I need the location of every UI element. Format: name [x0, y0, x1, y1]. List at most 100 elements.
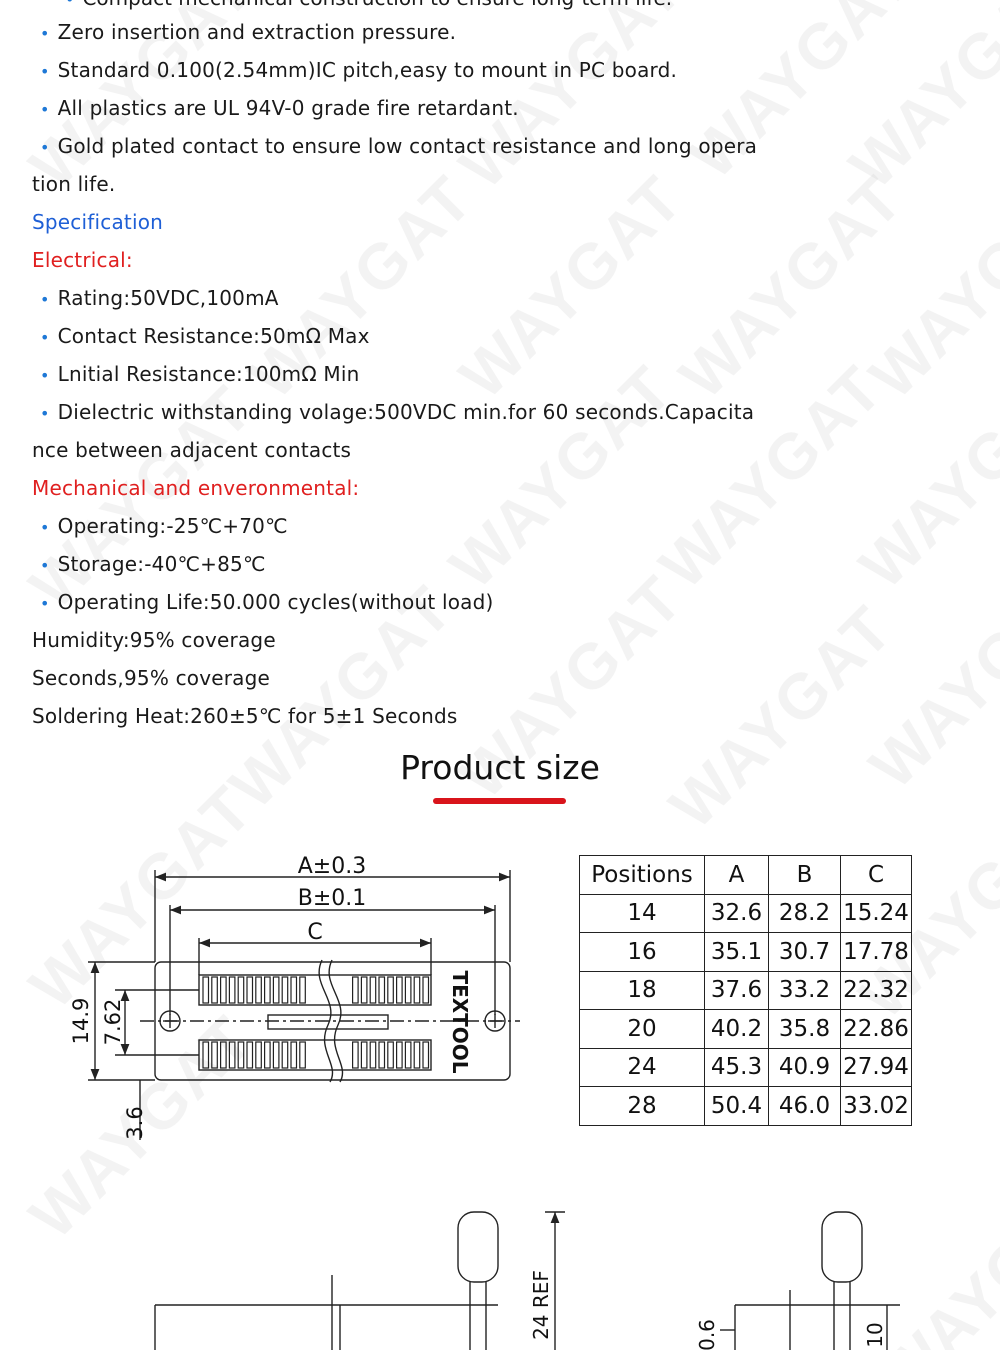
contact-slot	[387, 976, 394, 1004]
contact-slot	[360, 976, 368, 1004]
electrical-item: •Contact Resistance:50mΩ Max	[32, 324, 370, 350]
contact-slot	[290, 1041, 298, 1069]
contact-slot	[369, 1041, 377, 1069]
contact-slot	[211, 1041, 218, 1069]
bullet-icon: •	[40, 556, 50, 575]
bullet-icon: •	[40, 62, 50, 81]
dim-10-label: 10	[863, 1322, 887, 1347]
cell-positions: 14	[579, 893, 705, 933]
contact-slot	[290, 976, 298, 1004]
contact-slot	[255, 1041, 262, 1069]
table-row: 16 35.1 30.7 17.78	[579, 932, 912, 972]
contact-slot	[255, 976, 262, 1004]
cell-b: 33.2	[768, 970, 841, 1010]
cell-c: 17.78	[840, 932, 912, 972]
cell-c: 27.94	[840, 1047, 912, 1087]
contact-slot	[220, 1041, 227, 1069]
bullet-icon: •	[40, 366, 50, 385]
contact-slot	[352, 1041, 359, 1069]
header-positions: Positions	[579, 855, 705, 895]
contact-slot	[352, 976, 359, 1004]
contact-slot	[378, 1041, 386, 1069]
bullet-icon: •	[40, 518, 50, 537]
table-row: 28 50.4 46.0 33.02	[579, 1086, 912, 1126]
cell-a: 37.6	[704, 970, 769, 1010]
plain-line: Humidity:95% coverage	[32, 628, 276, 652]
contact-slot	[396, 976, 403, 1004]
contact-slot	[237, 1041, 245, 1069]
size-table: Positions A B C 14 32.6 28.2 15.24 16 35…	[579, 855, 912, 1126]
feature-text: Standard 0.100(2.54mm)IC pitch,easy to m…	[57, 58, 678, 82]
cell-positions: 16	[579, 932, 705, 972]
table-row: 24 45.3 40.9 27.94	[579, 1047, 912, 1087]
dim-762-label: 7.62	[101, 999, 125, 1046]
cell-b: 30.7	[768, 932, 841, 972]
table-row: 18 37.6 33.2 22.32	[579, 970, 912, 1010]
dim-06-label: 0.6	[695, 1319, 719, 1350]
feature-item: •Zero insertion and extraction pressure.	[32, 20, 456, 46]
contact-slot	[228, 976, 236, 1004]
feature-text: Compact mechanical construction to ensur…	[82, 0, 672, 10]
cell-positions: 24	[579, 1047, 705, 1087]
dim-149-label: 14.9	[69, 998, 93, 1045]
cell-a: 32.6	[704, 893, 769, 933]
dim-b-label: B±0.1	[298, 886, 367, 911]
contact-slot	[272, 1041, 280, 1069]
cell-b: 40.9	[768, 1047, 841, 1087]
contact-slot	[246, 1041, 254, 1069]
mechanical-text: Storage:-40℃+85℃	[57, 552, 266, 576]
feature-item: • Gold plated contact to ensure low conta…	[32, 134, 757, 160]
bullet-icon: •	[40, 24, 50, 43]
contact-slot	[237, 976, 245, 1004]
cell-positions: 28	[579, 1086, 705, 1126]
mechanical-item: • Storage:-40℃+85℃	[32, 552, 266, 578]
cell-c: 22.86	[840, 1009, 912, 1049]
electrical-item: • Lnitial Resistance:100mΩ Min	[32, 362, 359, 388]
cell-positions: 20	[579, 1009, 705, 1049]
feature-text: All plastics are UL 94V-0 grade fire ret…	[57, 96, 519, 120]
header-b: B	[768, 855, 841, 895]
cell-c: 33.02	[840, 1086, 912, 1126]
contact-slot	[281, 976, 289, 1004]
electrical-item: •Rating:50VDC,100mA	[32, 286, 279, 312]
electrical-text: Lnitial Resistance:100mΩ Min	[57, 362, 360, 386]
contact-slot	[422, 1041, 430, 1069]
feature-item: • Standard 0.100(2.54mm)IC pitch,easy to …	[32, 58, 677, 84]
electrical-item: •Dielectric withstanding volage:500VDC m…	[32, 400, 754, 426]
contact-slot	[264, 1041, 271, 1069]
cell-c: 22.32	[840, 970, 912, 1010]
plain-line: Seconds,95% coverage	[32, 666, 271, 690]
contact-slot	[299, 976, 306, 1004]
contact-slot	[272, 976, 280, 1004]
contact-slot	[387, 1041, 394, 1069]
dim-a-label: A±0.3	[298, 854, 366, 879]
title-underline	[433, 798, 566, 804]
specification-heading: Specification	[32, 210, 164, 234]
electrical-text: Rating:50VDC,100mA	[57, 286, 279, 310]
section-title: Product size	[400, 748, 600, 787]
contact-slot	[413, 1041, 421, 1069]
dim-c-label: C	[307, 920, 322, 945]
intro-partial-line: •Compact mechanical construction to ensu…	[57, 0, 672, 10]
bullet-icon: •	[40, 100, 50, 119]
contact-slot	[202, 1041, 210, 1069]
contact-slot	[246, 976, 254, 1004]
header-c: C	[840, 855, 912, 895]
feature-item: • All plastics are UL 94V-0 grade fire re…	[32, 96, 519, 122]
electrical-text: Dielectric withstanding volage:500VDC mi…	[57, 400, 755, 424]
mechanical-text: Operating Life:50.000 cycles(without loa…	[57, 590, 494, 614]
cell-b: 28.2	[768, 893, 841, 933]
feature-continuation: tion life.	[32, 172, 116, 196]
cell-b: 35.8	[768, 1009, 841, 1049]
electrical-continuation: nce between adjacent contacts	[32, 438, 352, 462]
contact-slot	[228, 1041, 236, 1069]
mechanical-heading: Mechanical and enveronmental:	[32, 476, 360, 500]
bullet-icon: •	[40, 138, 50, 157]
contact-slot	[281, 1041, 289, 1069]
bullet-icon: •	[40, 594, 50, 613]
contact-slot	[220, 976, 227, 1004]
feature-text: Gold plated contact to ensure low contac…	[57, 134, 758, 158]
contact-slot	[422, 976, 430, 1004]
contact-slot	[413, 976, 421, 1004]
